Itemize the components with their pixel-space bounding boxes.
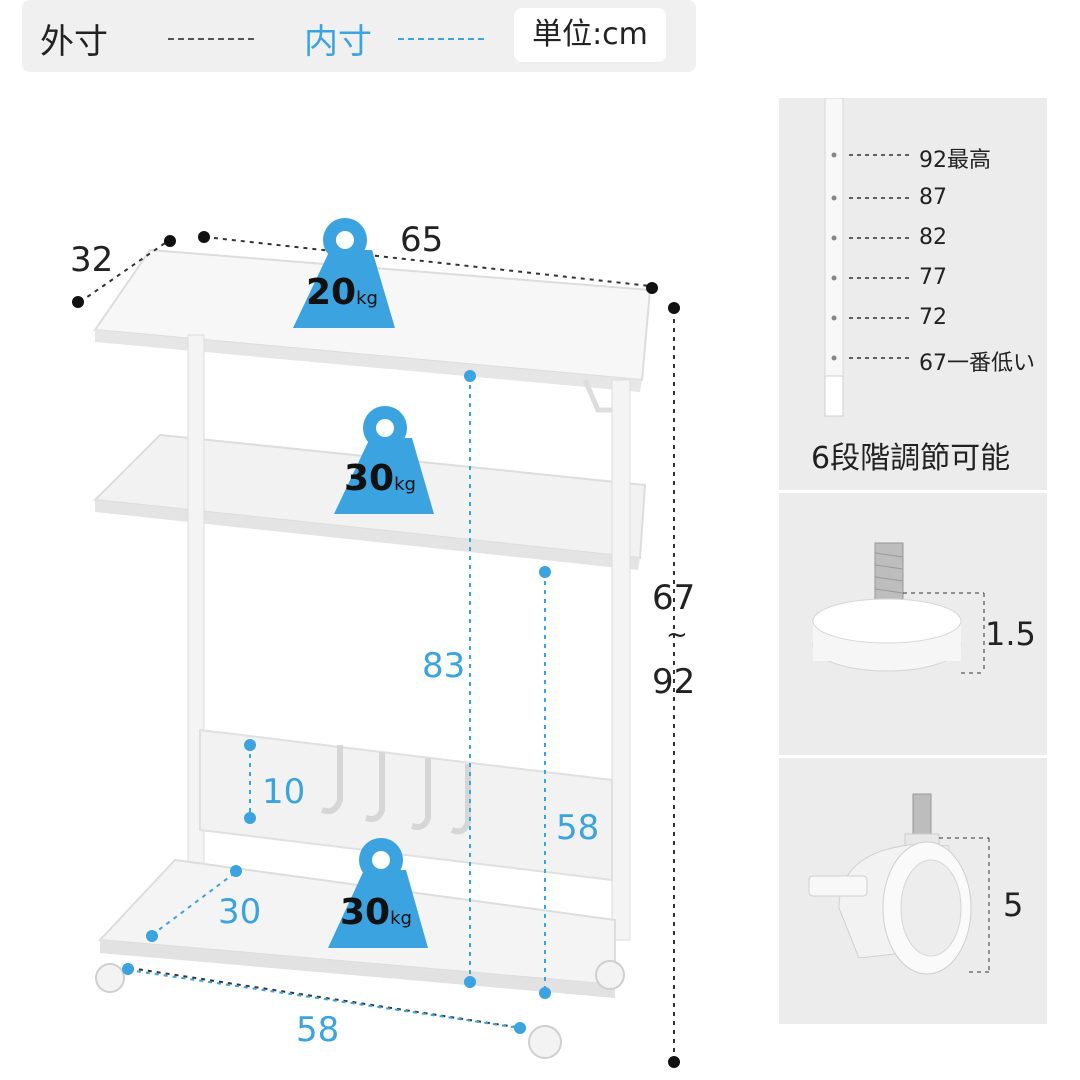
height-adjust-panel: 92最高 87 82 77 72 67一番低い 6段階調節可能 bbox=[779, 98, 1047, 490]
level-6: 67一番低い bbox=[919, 351, 1035, 376]
level-4: 77 bbox=[919, 265, 947, 290]
load-top: 20kg bbox=[306, 272, 378, 313]
legend-inner-label: 内寸 bbox=[304, 22, 372, 62]
outer-dimension-lines bbox=[79, 236, 675, 1060]
load-top-value: 20 bbox=[306, 272, 357, 313]
foot-height-label: 1.5 bbox=[985, 615, 1036, 653]
caster-height-label: 5 bbox=[1003, 886, 1024, 924]
inner-dimension-dots bbox=[122, 370, 551, 1034]
hook-panel bbox=[199, 728, 613, 882]
load-middle-value: 30 bbox=[344, 458, 395, 499]
width-label: 65 bbox=[400, 220, 444, 260]
height-max-label: 92 bbox=[652, 662, 696, 702]
outer-dimension-dots bbox=[72, 231, 680, 1068]
bottom-width-label: 58 bbox=[296, 1010, 340, 1050]
hook-bar-label: 10 bbox=[262, 772, 306, 812]
adjust-caption: 6段階調節可能 bbox=[811, 441, 1011, 476]
wheels bbox=[95, 960, 625, 1059]
depth-label: 32 bbox=[70, 240, 114, 280]
legend-bar: 外寸 内寸 単位:cm bbox=[22, 0, 696, 72]
level-5: 72 bbox=[919, 305, 947, 330]
level-2: 87 bbox=[919, 185, 947, 210]
foot-panel: 1.5 bbox=[779, 493, 1047, 755]
height-pole-graphic bbox=[824, 98, 911, 417]
inner-height-top-label: 83 bbox=[422, 646, 466, 686]
level-1: 92最高 bbox=[919, 148, 991, 173]
height-min-label: 67 bbox=[652, 578, 696, 618]
caster-icon bbox=[808, 793, 990, 975]
right-pole bbox=[611, 379, 631, 941]
load-top-unit: kg bbox=[356, 288, 378, 309]
unit-badge: 単位:cm bbox=[514, 8, 666, 62]
caster-panel: 5 bbox=[779, 758, 1047, 1024]
inner-height-mid-label: 58 bbox=[556, 808, 600, 848]
legend-inner-dash bbox=[398, 38, 484, 40]
load-middle: 30kg bbox=[344, 458, 416, 499]
load-bottom: 30kg bbox=[340, 892, 412, 933]
bottom-depth-label: 30 bbox=[218, 892, 262, 932]
bottom-shelf-edge bbox=[100, 940, 615, 998]
middle-shelf-edge bbox=[95, 500, 640, 570]
load-bottom-value: 30 bbox=[340, 892, 391, 933]
inner-dimension-lines bbox=[127, 376, 546, 1029]
level-3: 82 bbox=[919, 225, 947, 250]
weight-icon bbox=[293, 218, 434, 948]
height-separator: ~ bbox=[666, 620, 688, 650]
top-shelf-edge bbox=[95, 330, 642, 392]
adjustable-foot-icon bbox=[812, 542, 985, 674]
legend-outer-label: 外寸 bbox=[40, 22, 108, 62]
load-middle-unit: kg bbox=[394, 474, 416, 495]
load-bottom-unit: kg bbox=[390, 908, 412, 929]
legend-outer-dash bbox=[168, 38, 254, 40]
cart-illustration bbox=[72, 218, 680, 1068]
hooks bbox=[320, 745, 471, 835]
